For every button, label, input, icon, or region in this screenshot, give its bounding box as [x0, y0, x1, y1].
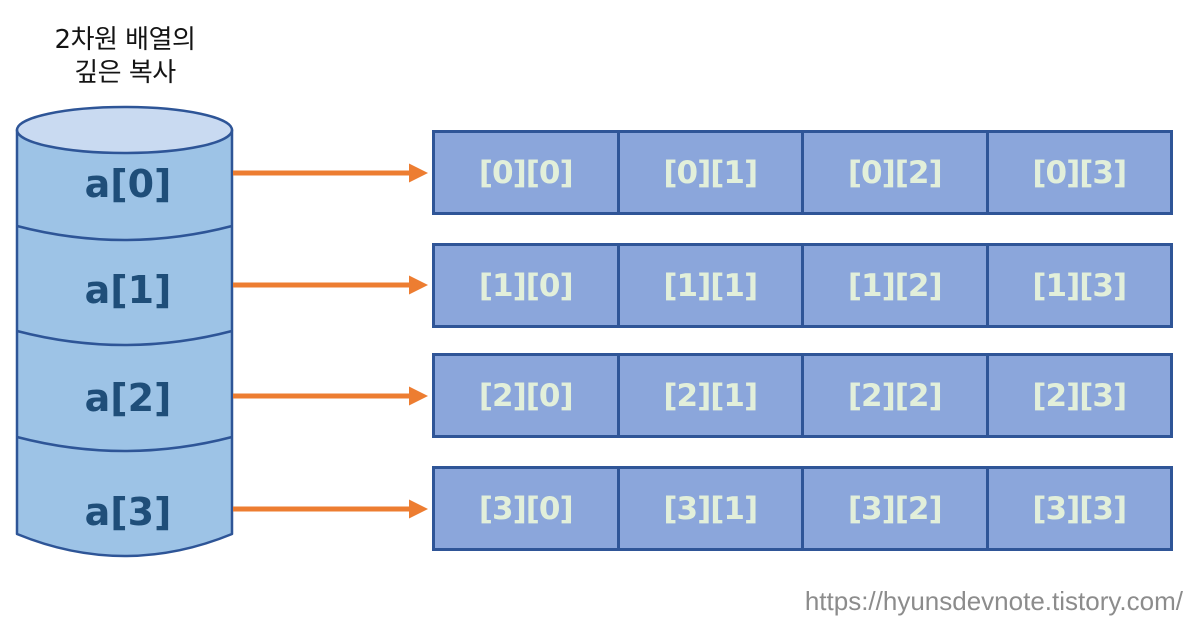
array-cell-3-3: [3][3] [988, 469, 1170, 548]
array-cell-1-2: [1][2] [804, 246, 989, 325]
diagram-title-line1: 2차원 배열의 [54, 25, 196, 55]
array-cell-3-0: [3][0] [435, 469, 620, 548]
array-row-0: [0][0] [0][1] [0][2] [0][3] [432, 130, 1173, 215]
cylinder-label-a1: a[1] [85, 268, 172, 312]
arrow-row-2 [233, 386, 428, 406]
arrow-row-1 [233, 275, 428, 295]
cylinder-separator-3 [16, 435, 233, 453]
array-cell-1-0: [1][0] [435, 246, 620, 325]
arrow-row-0 [233, 163, 428, 183]
cylinder-label-a0: a[0] [85, 162, 172, 206]
diagram-title: 2차원 배열의 깊은 복사 [10, 24, 240, 90]
array-cell-3-2: [3][2] [804, 469, 989, 548]
array-cell-2-1: [2][1] [619, 356, 804, 435]
array-cell-3-1: [3][1] [619, 469, 804, 548]
array-cell-0-2: [0][2] [804, 133, 989, 212]
array-cell-1-3: [1][3] [988, 246, 1170, 325]
source-url: https://hyunsdevnote.tistory.com/ [804, 586, 1183, 616]
array-cell-0-1: [0][1] [619, 133, 804, 212]
array-cell-2-0: [2][0] [435, 356, 620, 435]
array-cell-2-2: [2][2] [804, 356, 989, 435]
diagram-title-line2: 깊은 복사 [74, 58, 176, 88]
arrow-row-3 [233, 499, 428, 519]
cylinder-label-a3: a[3] [85, 490, 172, 534]
array-cell-0-3: [0][3] [988, 133, 1170, 212]
array-cell-2-3: [2][3] [988, 356, 1170, 435]
cylinder-separator-2 [16, 329, 233, 347]
array-row-2: [2][0] [2][1] [2][2] [2][3] [432, 353, 1173, 438]
array-cell-1-1: [1][1] [619, 246, 804, 325]
cylinder-label-a2: a[2] [85, 376, 172, 420]
cylinder-top [15, 105, 234, 155]
array-cell-0-0: [0][0] [435, 133, 620, 212]
cylinder-separator-1 [16, 224, 233, 242]
array-row-3: [3][0] [3][1] [3][2] [3][3] [432, 466, 1173, 551]
array-row-1: [1][0] [1][1] [1][2] [1][3] [432, 243, 1173, 328]
